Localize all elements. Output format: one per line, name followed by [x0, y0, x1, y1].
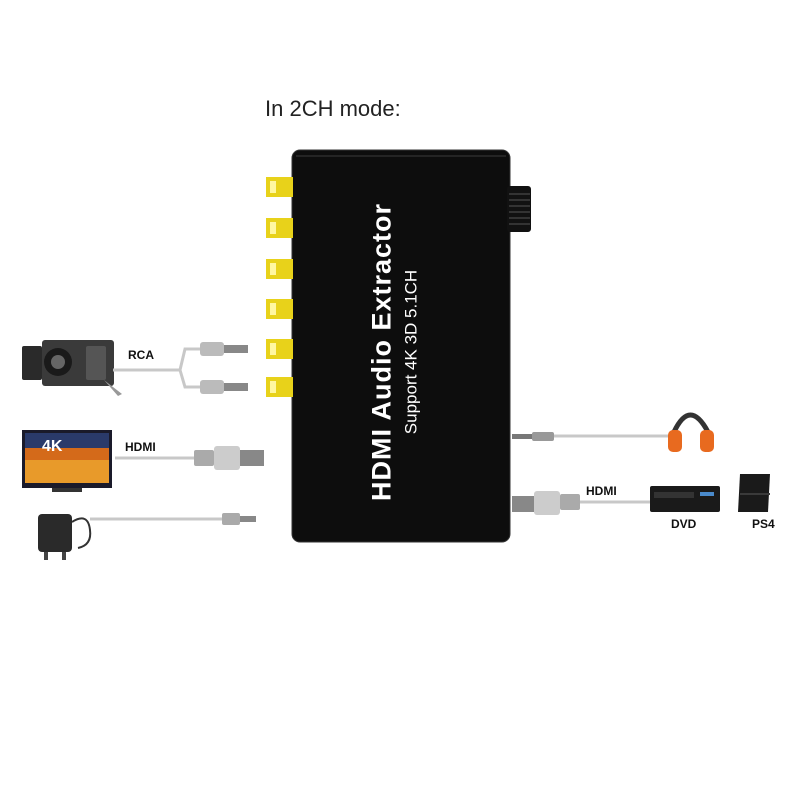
speaker-icon	[22, 340, 122, 396]
power-adapter-icon	[38, 514, 92, 560]
headphones-icon	[668, 412, 714, 452]
page-title: In 2CH mode:	[265, 96, 401, 121]
hdmi-output-label: HDMI	[586, 484, 617, 498]
rca-cable	[113, 342, 248, 394]
rca-jack[interactable]	[266, 339, 293, 359]
device-name: HDMI Audio Extractor	[366, 202, 397, 502]
rca-jack[interactable]	[266, 177, 293, 197]
rca-jack[interactable]	[266, 377, 293, 397]
hdmi-output-cable	[512, 491, 650, 515]
hdmi-input-label: HDMI	[125, 440, 156, 454]
dvd-player-icon	[650, 486, 720, 512]
rca-jack[interactable]	[266, 259, 293, 279]
device-label: HDMI Audio Extractor Support 4K 3D 5.1CH	[367, 203, 422, 501]
rca-label: RCA	[128, 348, 154, 362]
dvd-label: DVD	[671, 517, 697, 531]
volume-knob[interactable]	[507, 186, 531, 232]
rca-jack[interactable]	[266, 218, 293, 238]
hdmi-input-cable	[115, 446, 264, 470]
rca-jack[interactable]	[266, 299, 293, 319]
audio-cable	[512, 432, 670, 441]
ps4-icon	[738, 474, 770, 512]
tv-icon	[22, 430, 112, 492]
power-cable	[90, 513, 256, 525]
tv-4k-badge: 4K	[42, 438, 63, 455]
audio-extractor-device	[291, 149, 511, 543]
rca-jacks	[266, 177, 293, 397]
ps4-label: PS4	[752, 517, 775, 531]
device-subtitle: Support 4K 3D 5.1CH	[401, 269, 421, 435]
